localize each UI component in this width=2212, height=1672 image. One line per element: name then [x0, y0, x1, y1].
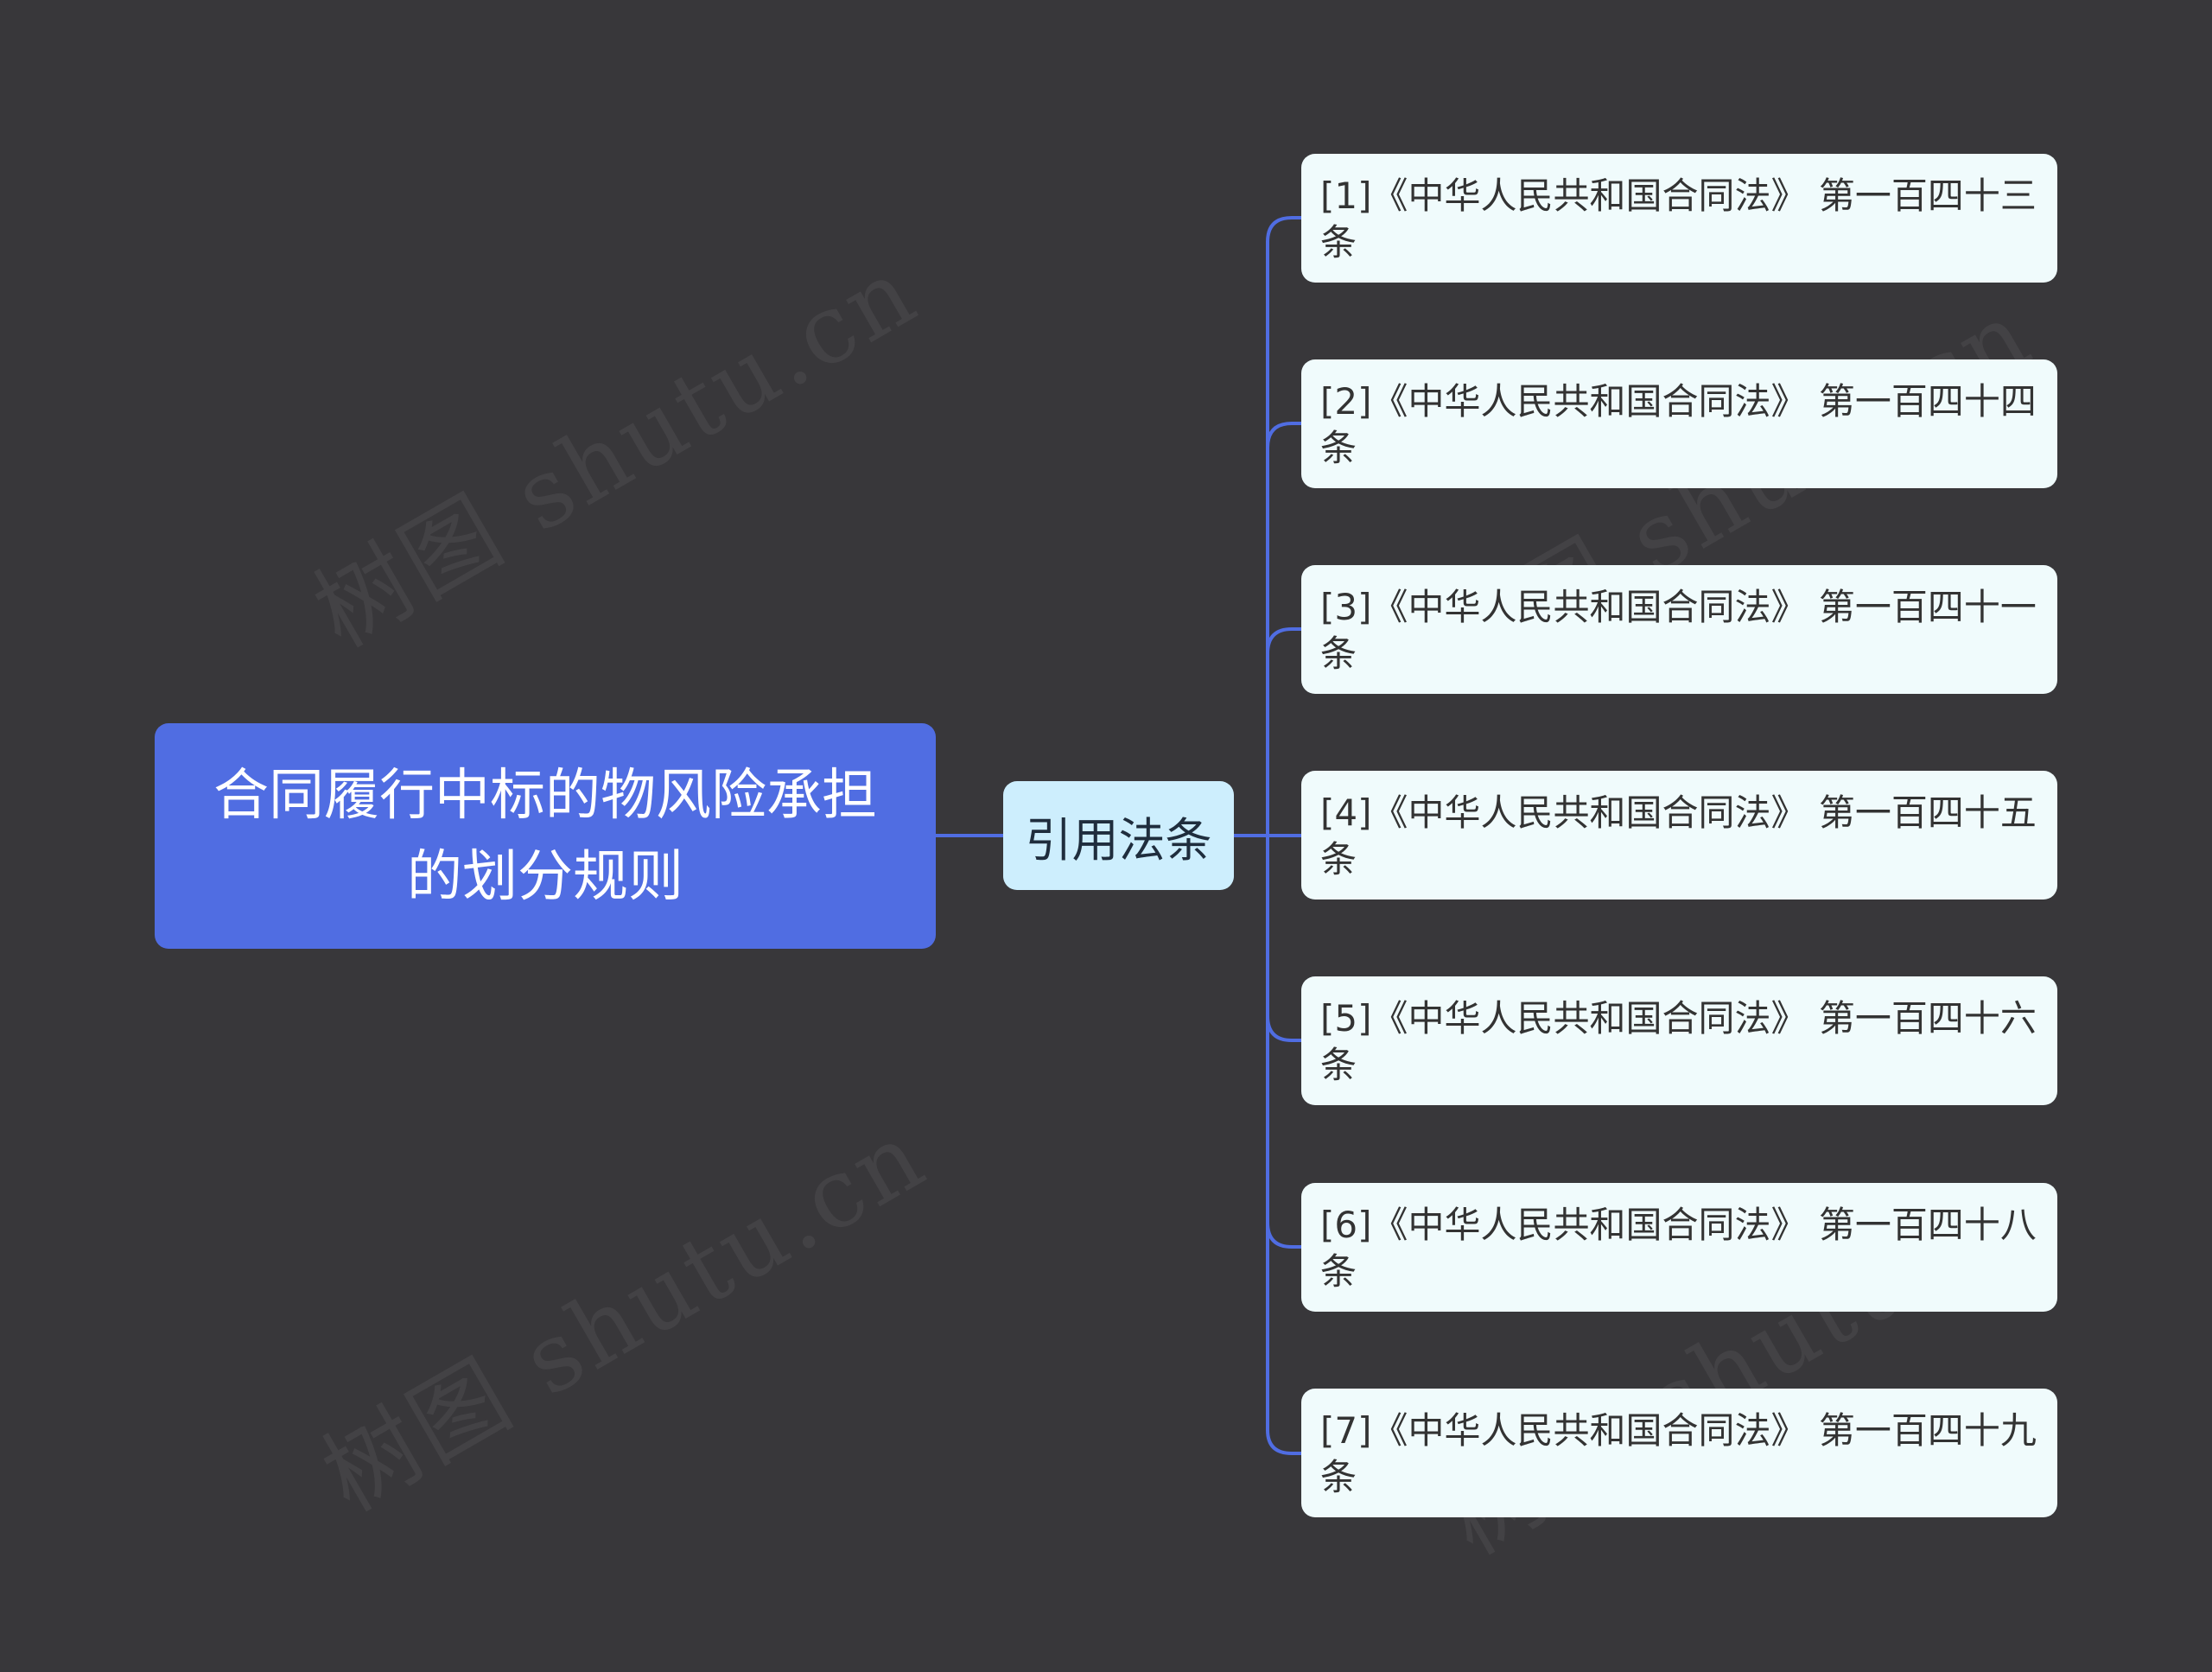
leaf-topic-text: [7]《中华人民共和国合同法》 第一百四十九条 — [1320, 1409, 2037, 1498]
leaf-topic-node[interactable]: [1]《中华人民共和国合同法》 第一百四十三条 — [1301, 154, 2057, 283]
leaf-topic-node[interactable]: [3]《中华人民共和国合同法》 第一百四十一条 — [1301, 565, 2057, 694]
leaf-topic-text: [4]《中华人民共和国合同法》 第一百四十五条 — [1320, 791, 2037, 881]
connector-leaf-2 — [1266, 422, 1303, 449]
leaf-topic-text: [2]《中华人民共和国合同法》 第一百四十四条 — [1320, 380, 2037, 469]
connector-leaf-6 — [1266, 1221, 1303, 1249]
branch-topic-label: 引用法条 — [1025, 812, 1212, 868]
branch-topic-node[interactable]: 引用法条 — [1003, 781, 1234, 890]
leaf-topic-text: [6]《中华人民共和国合同法》 第一百四十八条 — [1320, 1204, 2037, 1293]
leaf-topic-text: [1]《中华人民共和国合同法》 第一百四十三条 — [1320, 175, 2037, 264]
leaf-topic-node[interactable]: [2]《中华人民共和国合同法》 第一百四十四条 — [1301, 359, 2057, 488]
leaf-topic-text: [3]《中华人民共和国合同法》 第一百四十一条 — [1320, 586, 2037, 675]
root-topic-title: 合同履行中标的物风险承担的划分规则 — [213, 763, 877, 909]
root-topic-node[interactable]: 合同履行中标的物风险承担的划分规则 — [155, 723, 936, 949]
connector-leaf-7 — [1266, 1428, 1303, 1455]
connector-leaf-5 — [1266, 1014, 1303, 1042]
leaf-topic-text: [5]《中华人民共和国合同法》 第一百四十六条 — [1320, 997, 2037, 1086]
leaf-topic-node[interactable]: [4]《中华人民共和国合同法》 第一百四十五条 — [1301, 771, 2057, 900]
leaf-topic-node[interactable]: [5]《中华人民共和国合同法》 第一百四十六条 — [1301, 976, 2057, 1105]
leaf-topic-node[interactable]: [7]《中华人民共和国合同法》 第一百四十九条 — [1301, 1389, 2057, 1517]
connector-leaf-1 — [1266, 216, 1303, 244]
connector-leaf-3 — [1266, 627, 1303, 655]
leaf-topic-node[interactable]: [6]《中华人民共和国合同法》 第一百四十八条 — [1301, 1183, 2057, 1312]
